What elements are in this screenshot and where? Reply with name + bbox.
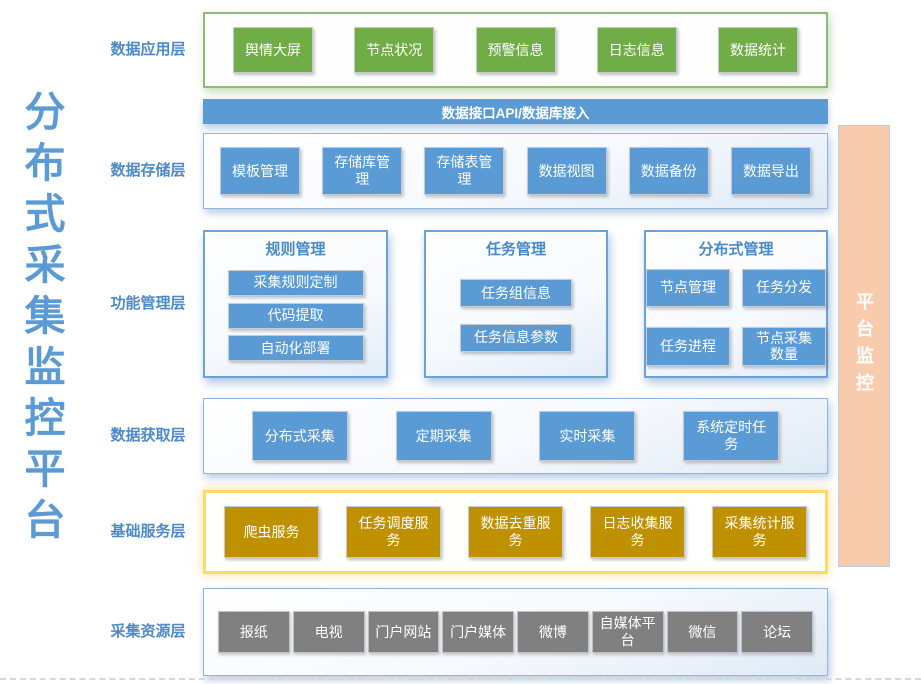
app-button-node-status[interactable]: 节点状况 (354, 27, 435, 73)
function-layer-row: 规则管理 采集规则定制 代码提取 自动化部署 任务管理 任务组信息 任务信息参数… (203, 230, 828, 378)
layer-label-resources: 采集资源层 (110, 623, 186, 640)
rules-button-code-extract[interactable]: 代码提取 (227, 302, 364, 329)
api-access-bar: 数据接口API/数据库接入 (203, 99, 828, 124)
function-group-rules: 规则管理 采集规则定制 代码提取 自动化部署 (203, 230, 388, 378)
group-title-rules: 规则管理 (265, 241, 326, 258)
dist-button-node-mgmt[interactable]: 节点管理 (646, 268, 730, 307)
layer-label-function: 功能管理层 (110, 295, 186, 312)
group-body-distributed: 节点管理 任务分发 任务进程 节点采集数量 (646, 259, 826, 376)
app-button-data-statistics[interactable]: 数据统计 (718, 27, 798, 73)
acquisition-layer-box: 分布式采集 定期采集 实时采集 系统定时任务 (203, 398, 828, 474)
storage-layer-box: 模板管理 存储库管理 存储表管理 数据视图 数据备份 数据导出 (203, 133, 828, 209)
tasks-button-task-group-info[interactable]: 任务组信息 (460, 279, 572, 308)
slide-bottom-divider (0, 678, 921, 680)
dist-button-node-collect-count[interactable]: 节点采集数量 (742, 326, 826, 367)
platform-monitor-bar: 平台监控 (838, 125, 890, 567)
dist-button-task-dispatch[interactable]: 任务分发 (742, 268, 826, 307)
resource-cell-tv[interactable]: 电视 (292, 611, 365, 653)
rules-button-collection-rule-custom[interactable]: 采集规则定制 (227, 269, 364, 296)
resource-cell-forum[interactable]: 论坛 (741, 611, 813, 653)
storage-button-data-view[interactable]: 数据视图 (526, 147, 607, 195)
svc-button-crawler-service[interactable]: 爬虫服务 (224, 506, 319, 558)
acq-button-periodic-collect[interactable]: 定期采集 (395, 411, 492, 461)
layer-label-app: 数据应用层 (110, 41, 186, 58)
app-button-public-opinion-screen[interactable]: 舆情大屏 (233, 27, 313, 73)
group-title-tasks: 任务管理 (485, 241, 546, 258)
group-title-distributed: 分布式管理 (698, 241, 774, 258)
app-layer-box: 舆情大屏 节点状况 预警信息 日志信息 数据统计 (203, 12, 828, 88)
acq-button-realtime-collect[interactable]: 实时采集 (539, 411, 636, 461)
acq-button-distributed-collect[interactable]: 分布式采集 (251, 411, 348, 461)
storage-button-repo-mgmt[interactable]: 存储库管理 (322, 147, 403, 195)
acq-button-system-timed-task[interactable]: 系统定时任务 (683, 411, 780, 461)
svc-button-data-dedup[interactable]: 数据去重服务 (468, 506, 563, 558)
layer-label-services: 基础服务层 (110, 523, 186, 540)
dist-button-task-process[interactable]: 任务进程 (646, 326, 730, 367)
storage-button-data-export[interactable]: 数据导出 (730, 147, 811, 195)
resource-cell-portal-site[interactable]: 门户网站 (367, 611, 440, 653)
layer-label-acquisition: 数据获取层 (110, 427, 186, 444)
svc-button-task-scheduling[interactable]: 任务调度服务 (346, 506, 441, 558)
resource-cell-portal-media[interactable]: 门户媒体 (442, 611, 514, 653)
svc-button-collect-statistics[interactable]: 采集统计服务 (712, 506, 807, 558)
storage-button-table-mgmt[interactable]: 存储表管理 (424, 147, 505, 195)
app-button-alert-info[interactable]: 预警信息 (475, 27, 556, 73)
tasks-button-task-info-params[interactable]: 任务信息参数 (460, 323, 572, 352)
group-body-rules: 采集规则定制 代码提取 自动化部署 (205, 259, 386, 376)
resource-cell-newspaper[interactable]: 报纸 (218, 611, 290, 653)
function-group-tasks: 任务管理 任务组信息 任务信息参数 (424, 230, 608, 378)
svc-button-log-collection[interactable]: 日志收集服务 (590, 506, 685, 558)
resource-cell-wechat[interactable]: 微信 (666, 611, 739, 653)
app-button-log-info[interactable]: 日志信息 (596, 27, 677, 73)
rules-button-auto-deploy[interactable]: 自动化部署 (227, 335, 364, 362)
resource-cell-self-media[interactable]: 自媒体平台 (591, 611, 664, 653)
storage-button-data-backup[interactable]: 数据备份 (628, 147, 709, 195)
function-group-distributed: 分布式管理 节点管理 任务分发 任务进程 节点采集数量 (644, 230, 828, 378)
resource-cell-weibo[interactable]: 微博 (517, 611, 589, 653)
group-body-tasks: 任务组信息 任务信息参数 (426, 259, 606, 376)
services-layer-box: 爬虫服务 任务调度服务 数据去重服务 日志收集服务 采集统计服务 (203, 490, 828, 574)
layer-label-storage: 数据存储层 (110, 162, 186, 179)
platform-monitor-label: 平台监控 (854, 292, 874, 400)
storage-button-template-mgmt[interactable]: 模板管理 (220, 147, 300, 195)
resources-layer-box: 报纸 电视 门户网站 门户媒体 微博 自媒体平台 微信 论坛 (203, 588, 828, 676)
page-title: 分布式采集监控平台 (18, 90, 64, 549)
